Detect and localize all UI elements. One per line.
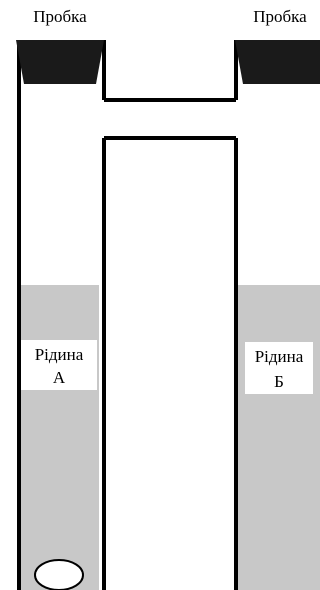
liquid-a-label-line1: Рідина xyxy=(35,345,84,364)
stopper-right xyxy=(235,40,320,84)
liquid-b-label-box xyxy=(245,342,313,394)
liquid-a-label-box xyxy=(21,340,97,390)
liquid-b-label-line2: Б xyxy=(274,372,284,391)
vessel-outline xyxy=(17,40,238,590)
liquid-b-label-line1: Рідина xyxy=(255,347,304,366)
stopper-right-label: Пробка xyxy=(253,7,307,26)
liquid-b-fill xyxy=(238,285,320,590)
stopper-left-label: Пробка xyxy=(33,7,87,26)
liquid-a-fill xyxy=(19,285,99,590)
air-bubble xyxy=(34,559,84,590)
liquid-a-label-line2: А xyxy=(53,368,66,387)
stopper-left xyxy=(16,40,104,84)
